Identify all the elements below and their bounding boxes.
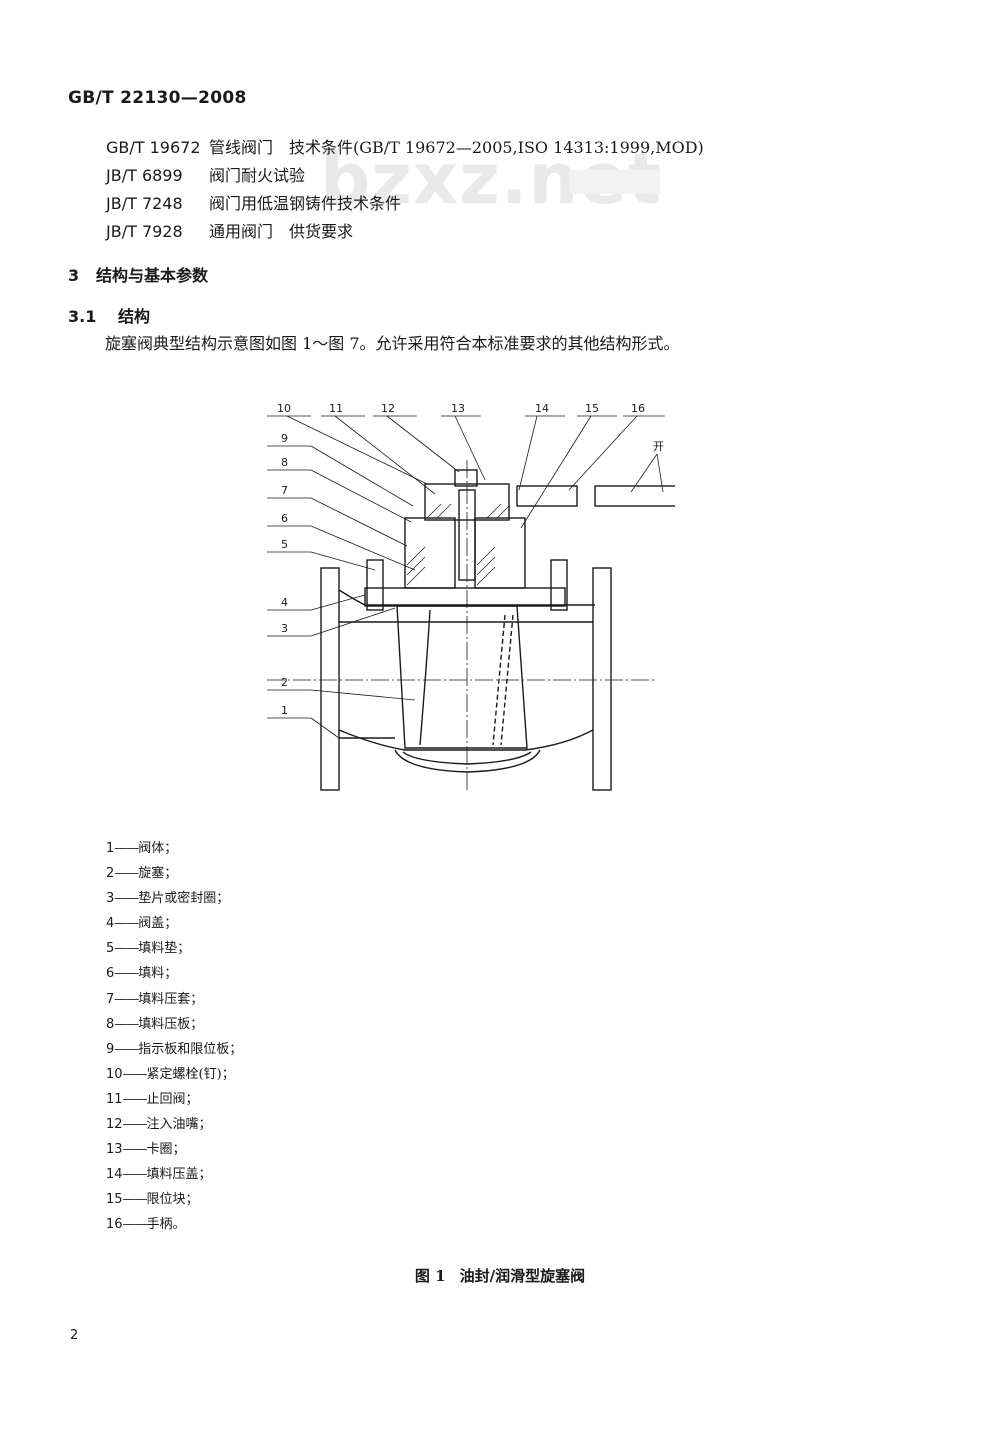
callout-label: 3 xyxy=(281,622,288,635)
body-paragraph: 旋塞阀典型结构示意图如图 1～图 7。允许采用符合本标准要求的其他结构形式。 xyxy=(105,334,680,353)
section-title: 结构 xyxy=(118,307,151,326)
callout-label: 8 xyxy=(281,456,288,469)
legend-item: 7——填料压套； xyxy=(106,991,204,1007)
legend-item: 3——垫片或密封圈； xyxy=(106,891,230,907)
callout-label: 16 xyxy=(631,402,645,415)
section-heading-3-1: 3.1 结构 xyxy=(68,303,150,327)
valve-diagram: 10 11 12 13 14 15 16 9 8 7 6 5 4 3 2 1 开 xyxy=(255,400,678,800)
figure-number: 图 1 xyxy=(414,1267,446,1285)
reference-code: JB/T 6899 xyxy=(106,166,183,185)
section-heading-3: 3 结构与基本参数 xyxy=(68,262,208,286)
reference-code: JB/T 7248 xyxy=(106,194,183,213)
reference-item: JB/T 6899 阀门耐火试验 xyxy=(106,164,704,192)
reference-list: GB/T 19672 管线阀门 技术条件(GB/T 19672—2005,ISO … xyxy=(106,136,704,248)
callout-label: 6 xyxy=(281,512,288,525)
legend-item: 5——填料垫； xyxy=(106,941,191,957)
section-title: 结构与基本参数 xyxy=(96,266,209,285)
legend-item: 6——填料； xyxy=(106,966,178,982)
legend-item: 4——阀盖； xyxy=(106,916,178,932)
page-number: 2 xyxy=(70,1328,79,1343)
reference-item: GB/T 19672 管线阀门 技术条件(GB/T 19672—2005,ISO … xyxy=(106,136,704,164)
callout-label: 14 xyxy=(535,402,549,415)
callout-label: 4 xyxy=(281,596,288,609)
legend-item: 8——填料压板； xyxy=(106,1016,204,1032)
legend-item: 13——卡圈； xyxy=(106,1142,186,1158)
valve-drawing: 10 11 12 13 14 15 16 9 8 7 6 5 4 3 2 1 开 xyxy=(267,402,678,791)
legend-item: 15——限位块； xyxy=(106,1192,199,1208)
callout-label: 7 xyxy=(281,484,288,497)
callout-label: 15 xyxy=(585,402,599,415)
callout-label: 1 xyxy=(281,704,288,717)
legend-item: 10——紧定螺栓(钉)； xyxy=(106,1066,235,1082)
callout-label: 13 xyxy=(451,402,465,415)
reference-code: GB/T 19672 xyxy=(106,138,201,157)
legend-item: 14——填料压盖； xyxy=(106,1167,212,1183)
figure-caption: 图 1 油封/润滑型旋塞阀 xyxy=(0,1265,1000,1286)
reference-title: 通用阀门 供货要求 xyxy=(209,222,354,241)
reference-item: JB/T 7928 通用阀门 供货要求 xyxy=(106,220,704,248)
standard-code: GB/T 22130—2008 xyxy=(68,88,247,108)
reference-title: 阀门耐火试验 xyxy=(209,166,306,185)
callout-label: 9 xyxy=(281,432,288,445)
callout-label: 2 xyxy=(281,676,288,689)
section-number: 3 xyxy=(68,266,80,285)
reference-title: 阀门用低温钢铸件技术条件 xyxy=(209,194,402,213)
reference-title: 管线阀门 技术条件(GB/T 19672—2005,ISO 14313:1999… xyxy=(209,138,704,157)
legend-item: 1——阀体； xyxy=(106,841,178,856)
reference-code: JB/T 7928 xyxy=(106,222,183,241)
callout-label: 10 xyxy=(277,402,291,415)
legend-item: 11——止回阀； xyxy=(106,1091,199,1107)
legend-item: 2——旋塞； xyxy=(106,866,178,882)
figure-title: 油封/润滑型旋塞阀 xyxy=(459,1267,586,1285)
callout-label: 12 xyxy=(381,402,395,415)
callout-label: 11 xyxy=(329,402,343,415)
legend-item: 12——注入油嘴； xyxy=(106,1117,212,1133)
watermark-block xyxy=(570,170,660,194)
callout-label: 5 xyxy=(281,538,288,551)
legend-item: 16——手柄。 xyxy=(106,1217,186,1233)
section-number: 3.1 xyxy=(68,307,97,326)
open-label: 开 xyxy=(653,440,664,453)
reference-item: JB/T 7248 阀门用低温钢铸件技术条件 xyxy=(106,192,704,220)
parts-legend: 1——阀体； 2——旋塞； 3——垫片或密封圈； 4——阀盖； 5——填料垫； … xyxy=(106,838,242,1240)
legend-item: 9——指示板和限位板； xyxy=(106,1041,243,1057)
